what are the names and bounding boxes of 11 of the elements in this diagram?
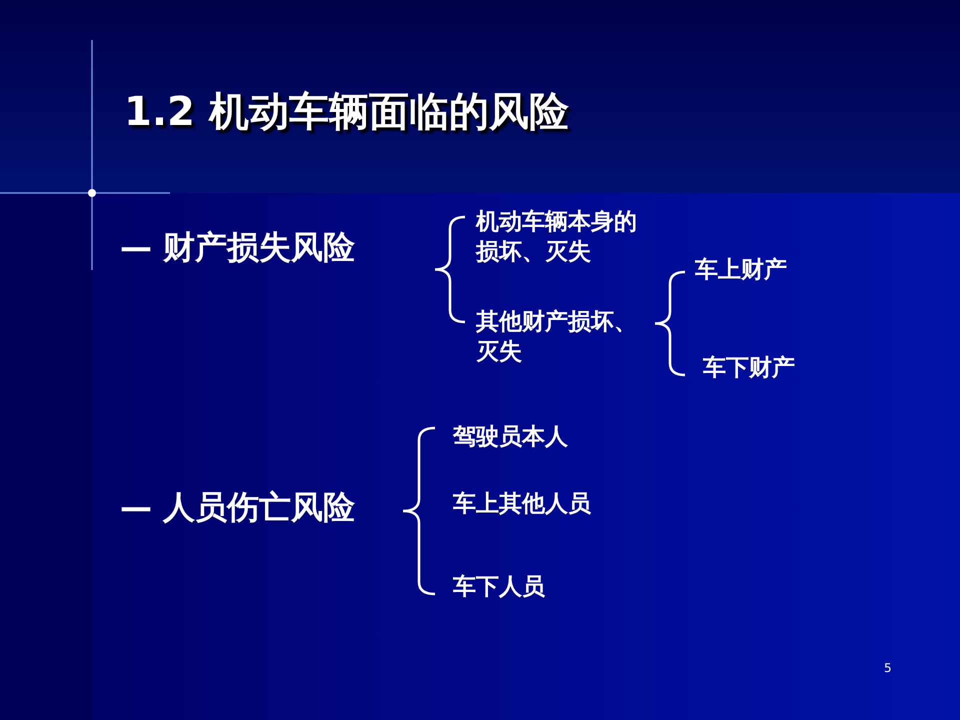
item-text: 驾驶员本人	[453, 423, 568, 452]
page-number: 5	[884, 661, 892, 675]
item-text: 车上其他人员	[453, 490, 591, 519]
category-heading: — 人员伤亡风险	[120, 487, 356, 528]
item-text: 车下人员	[453, 573, 545, 602]
item-text: 车上财产	[695, 256, 787, 285]
item-text: 机动车辆本身的损坏、灭失	[476, 208, 638, 267]
slide-title: 1.2 机动车辆面临的风险	[124, 88, 569, 137]
item-text: 车下财产	[703, 354, 795, 383]
item-text: 其他财产损坏、灭失	[476, 308, 638, 367]
category-heading: — 财产损失风险	[120, 227, 356, 268]
